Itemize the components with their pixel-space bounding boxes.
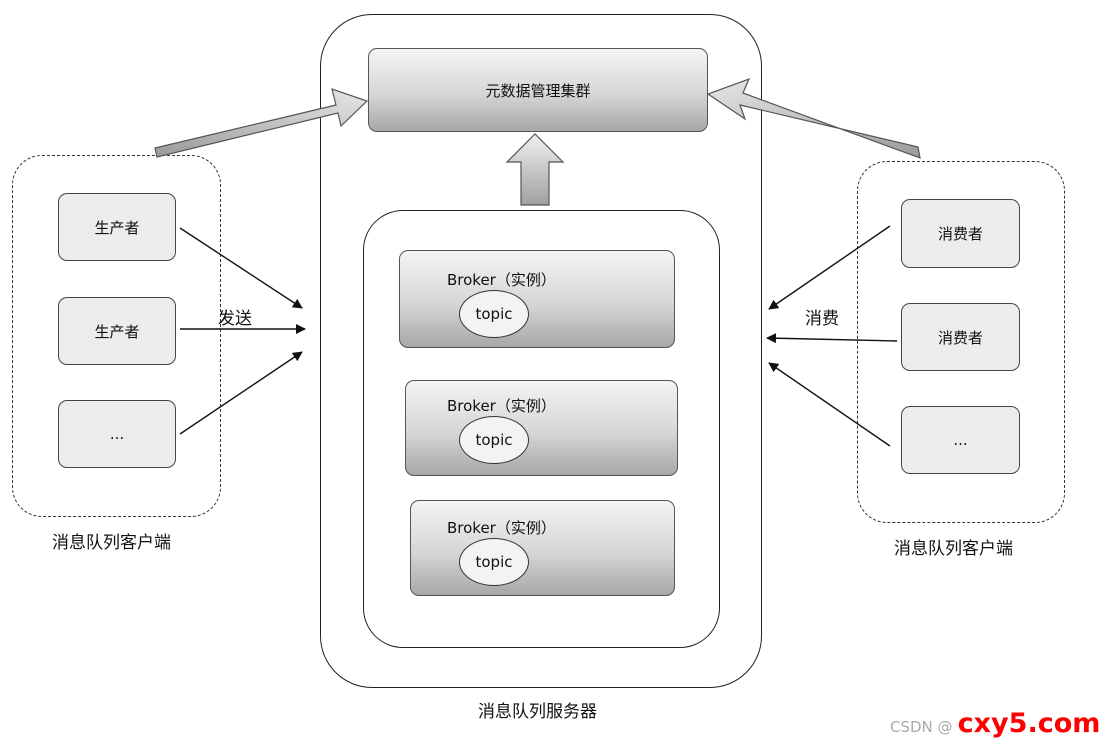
watermark-site: cxy5.com	[957, 708, 1100, 739]
broker-container	[363, 210, 720, 648]
right-client-group	[857, 161, 1065, 523]
left-block-arrow	[154, 88, 369, 158]
watermark: CSDN @ cxy5.com	[890, 708, 1100, 739]
consumer-arrow-3	[768, 362, 891, 447]
metadata-cluster-label: 元数据管理集群	[485, 81, 591, 100]
left-client-label: 消息队列客户端	[52, 533, 171, 553]
consumer-node-more: ...	[901, 406, 1020, 474]
topic-label-3: topic	[475, 553, 513, 571]
producer-node-more: ...	[58, 400, 176, 468]
producer-label-2: 生产者	[94, 322, 140, 341]
consumer-node-1: 消费者	[901, 199, 1020, 268]
broker-box-1	[399, 250, 675, 348]
topic-ellipse-1: topic	[459, 290, 529, 338]
topic-ellipse-3: topic	[459, 538, 529, 586]
server-container	[320, 14, 762, 688]
producer-arrow-3	[179, 351, 303, 435]
producer-node-2: 生产者	[58, 297, 176, 365]
send-label: 发送	[218, 309, 252, 329]
left-client-group	[12, 155, 221, 517]
producer-label-more: ...	[109, 425, 125, 443]
broker-box-2	[405, 380, 678, 476]
right-block-arrow	[706, 77, 921, 159]
broker-label-3: Broker（实例）	[447, 519, 556, 537]
metadata-cluster-box: 元数据管理集群	[368, 48, 708, 132]
broker-label-2: Broker（实例）	[447, 397, 556, 415]
consumer-arrow-2	[766, 333, 898, 344]
consumer-arrow-1	[768, 225, 891, 310]
up-block-arrow	[505, 133, 565, 206]
consumer-label-2: 消费者	[937, 328, 983, 347]
broker-label-1: Broker（实例）	[447, 271, 556, 289]
topic-ellipse-2: topic	[459, 416, 529, 464]
topic-label-2: topic	[475, 431, 513, 449]
consumer-label-more: ...	[953, 431, 968, 449]
consume-label: 消费	[805, 309, 839, 329]
producer-node-1: 生产者	[58, 193, 176, 261]
producer-label-1: 生产者	[94, 218, 140, 237]
consumer-label-1: 消费者	[937, 225, 983, 243]
producer-arrow-1	[179, 227, 303, 309]
broker-box-3	[410, 500, 675, 596]
topic-label-1: topic	[475, 305, 513, 323]
consumer-node-2: 消费者	[901, 303, 1020, 371]
watermark-csdn: CSDN @	[890, 718, 953, 736]
server-label: 消息队列服务器	[478, 702, 597, 722]
right-client-label: 消息队列客户端	[894, 539, 1013, 559]
